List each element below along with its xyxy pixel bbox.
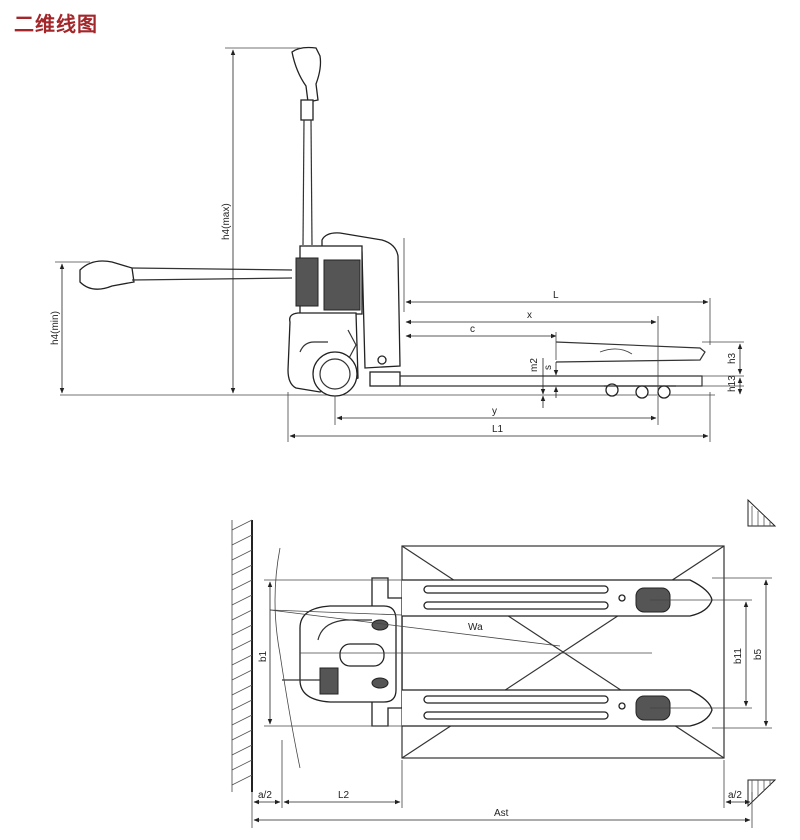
label-h14min: h4(min) (50, 311, 61, 345)
label-b1: b1 (258, 650, 269, 662)
label-Wa: Wa (468, 622, 483, 633)
label-Ast: Ast (494, 808, 509, 819)
drawing-title: 二维线图 (14, 12, 98, 36)
dim-y: y (334, 396, 659, 425)
label-h13: h13 (727, 375, 738, 392)
dim-b1: b1 (258, 579, 402, 727)
dim-m2: m2 (529, 358, 546, 408)
corner-marker-top-right (747, 498, 777, 527)
label-y: y (492, 406, 497, 417)
dim-b11: b11 (650, 599, 752, 709)
label-x: x (527, 310, 532, 321)
tiller-lowered (79, 260, 293, 290)
label-L1: L1 (492, 424, 504, 435)
dim-h3: h3 (702, 341, 744, 377)
top-view: b1 Wa b11 b5 a/2 L2 (231, 498, 777, 828)
dim-b5: b5 (712, 577, 772, 729)
side-view: h4(max) h4(min) L x c m2 (50, 46, 744, 442)
dim-h14max: h4(max) (221, 47, 300, 394)
fork-tines-top (300, 579, 713, 727)
label-L: L (553, 290, 559, 301)
dim-L: L (403, 238, 711, 345)
label-b5: b5 (753, 648, 764, 660)
tiller-upright (291, 46, 322, 246)
drive-wheel (312, 351, 358, 397)
label-a2-right: a/2 (728, 790, 742, 801)
dim-s: s (543, 362, 559, 398)
label-L2: L2 (338, 790, 350, 801)
left-wall (231, 519, 253, 792)
label-b11: b11 (733, 648, 744, 664)
fork (369, 341, 706, 399)
dim-c: c (405, 324, 557, 360)
dim-bottom: a/2 L2 a/2 Ast (251, 740, 753, 828)
label-s: s (543, 365, 554, 370)
dim-L1: L1 (287, 392, 711, 442)
dim-h13: h13 (702, 375, 744, 395)
label-h14max: h4(max) (221, 203, 232, 240)
dim-x: x (405, 310, 659, 392)
dim-h14min: h4(min) (50, 261, 90, 394)
label-h3: h3 (727, 352, 738, 364)
label-a2-left: a/2 (258, 790, 272, 801)
chassis-top (269, 547, 561, 769)
label-m2: m2 (529, 358, 540, 372)
label-c: c (470, 324, 475, 335)
